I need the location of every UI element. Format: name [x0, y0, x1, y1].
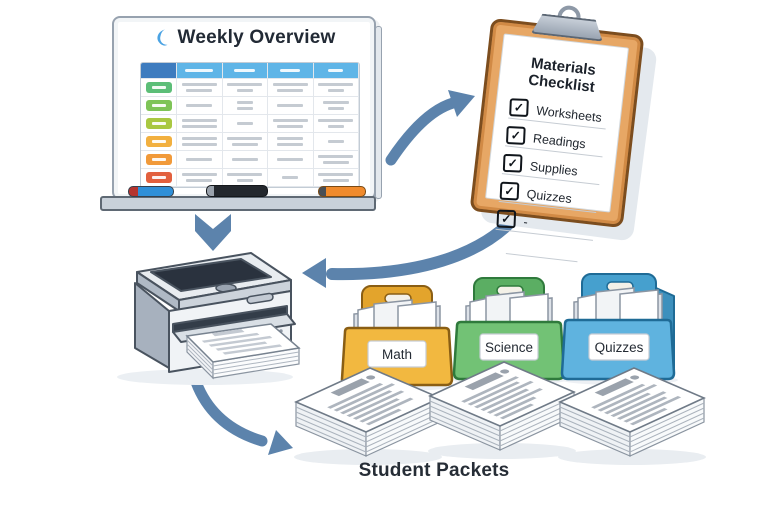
folder-box-science: Science	[452, 277, 566, 385]
weekly-hook-icon	[156, 29, 167, 46]
checklist-items: ✓ Worksheets ✓ Readings ✓ Supplies ✓ Qui…	[493, 90, 609, 264]
table-cell	[222, 115, 268, 133]
table-cell	[313, 115, 359, 133]
checklist-item-label: -	[522, 214, 529, 230]
folder-label: Quizzes	[595, 340, 644, 355]
printer-illustration	[117, 252, 301, 385]
arrow-whiteboard-to-checklist	[385, 90, 475, 166]
table-cell	[177, 79, 223, 97]
folder-box-math: Math	[340, 285, 454, 391]
table-cell	[222, 97, 268, 115]
whiteboard-title-row: Weekly Overview	[114, 27, 374, 49]
table-cell	[177, 97, 223, 115]
printer-paper-output	[185, 323, 301, 380]
whiteboard: Weekly Overview	[112, 16, 382, 200]
table-cell	[177, 115, 223, 133]
marker-tray	[100, 196, 376, 211]
table-cell	[222, 151, 268, 169]
table-cell	[313, 79, 359, 97]
orange-marker-icon	[318, 186, 366, 197]
table-corner-cell	[141, 63, 177, 79]
student-packets-caption: Student Packets	[358, 460, 510, 481]
table-cell	[313, 169, 359, 187]
row-label-cell	[141, 169, 177, 187]
black-marker-icon	[206, 185, 268, 197]
packet-stack	[294, 367, 442, 465]
table-cell	[268, 97, 314, 115]
table-cell	[268, 79, 314, 97]
table-header-cell	[177, 63, 223, 79]
row-label-cell	[141, 79, 177, 97]
checkbox-checked-icon: ✓	[502, 153, 523, 173]
arrow-printer-to-packets	[190, 376, 293, 455]
table-cell	[177, 151, 223, 169]
table-cell	[177, 133, 223, 151]
table-cell	[268, 115, 314, 133]
clipboard-frame: Materials Checklist ✓ Worksheets ✓ Readi…	[469, 4, 645, 263]
folder-label: Science	[485, 340, 533, 355]
table-cell	[313, 97, 359, 115]
checkbox-checked-icon: ✓	[505, 126, 526, 145]
clipboard-paper: Materials Checklist ✓ Worksheets ✓ Readi…	[485, 33, 629, 263]
folder-box-quizzes: Quizzes	[560, 273, 678, 385]
checkbox-checked-icon: ✓	[499, 181, 520, 201]
blue-marker-icon	[128, 186, 174, 197]
folder-label: Math	[382, 347, 412, 362]
row-label-cell	[141, 115, 177, 133]
table-cell	[268, 169, 314, 187]
table-header-cell	[313, 63, 359, 79]
table-cell	[313, 151, 359, 169]
table-header-cell	[222, 63, 268, 79]
table-cell	[177, 169, 223, 187]
whiteboard-title: Weekly Overview	[177, 27, 336, 48]
table-header-cell	[268, 63, 314, 79]
row-label-cell	[141, 133, 177, 151]
table-cell	[222, 79, 268, 97]
packet-stack	[428, 361, 576, 459]
table-cell	[313, 133, 359, 151]
whiteboard-side-edge	[375, 26, 382, 199]
schedule-table	[140, 62, 360, 188]
row-label-cell	[141, 151, 177, 169]
checkbox-checked-icon: ✓	[496, 209, 517, 229]
materials-clipboard: Materials Checklist ✓ Worksheets ✓ Readi…	[469, 4, 658, 263]
table-cell	[222, 133, 268, 151]
row-label-cell	[141, 97, 177, 115]
table-cell	[268, 151, 314, 169]
packet-stack	[558, 367, 706, 465]
table-cell	[268, 133, 314, 151]
checkbox-checked-icon: ✓	[509, 98, 529, 118]
